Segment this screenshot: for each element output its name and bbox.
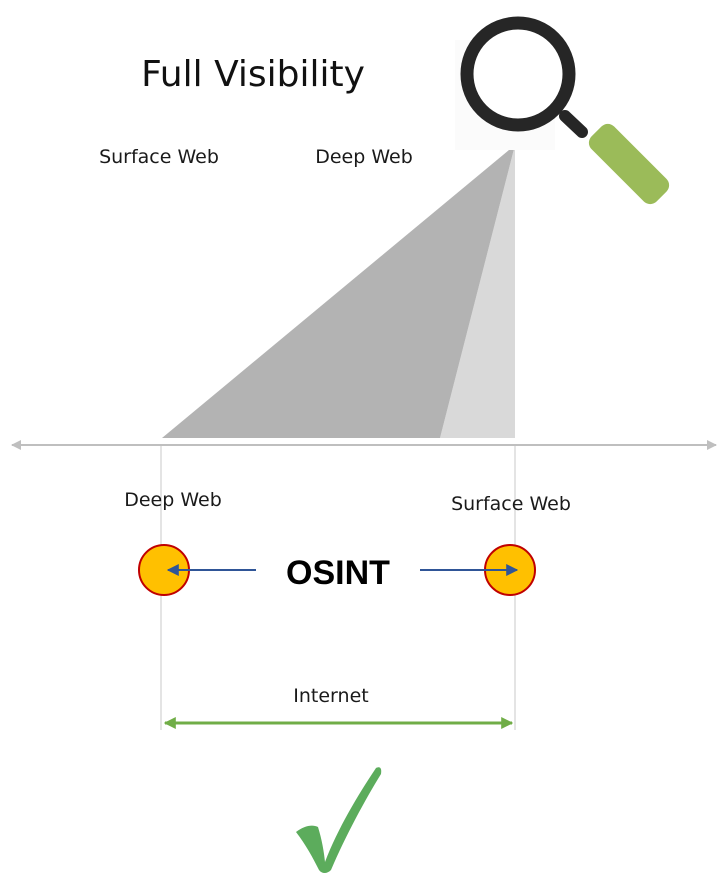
axis-label-surface-web: Surface Web xyxy=(451,493,571,515)
internet-label: Internet xyxy=(293,685,368,707)
magnifying-glass-icon xyxy=(455,16,670,205)
diagram-title: Full Visibility xyxy=(141,54,365,95)
top-label-surface-web: Surface Web xyxy=(99,146,219,168)
dark-visibility-wedge xyxy=(162,145,515,438)
top-label-deep-web: Deep Web xyxy=(315,146,413,168)
axis-label-deep-web: Deep Web xyxy=(124,489,222,511)
osint-label: OSINT xyxy=(286,554,390,592)
check-mark-icon xyxy=(296,767,382,873)
